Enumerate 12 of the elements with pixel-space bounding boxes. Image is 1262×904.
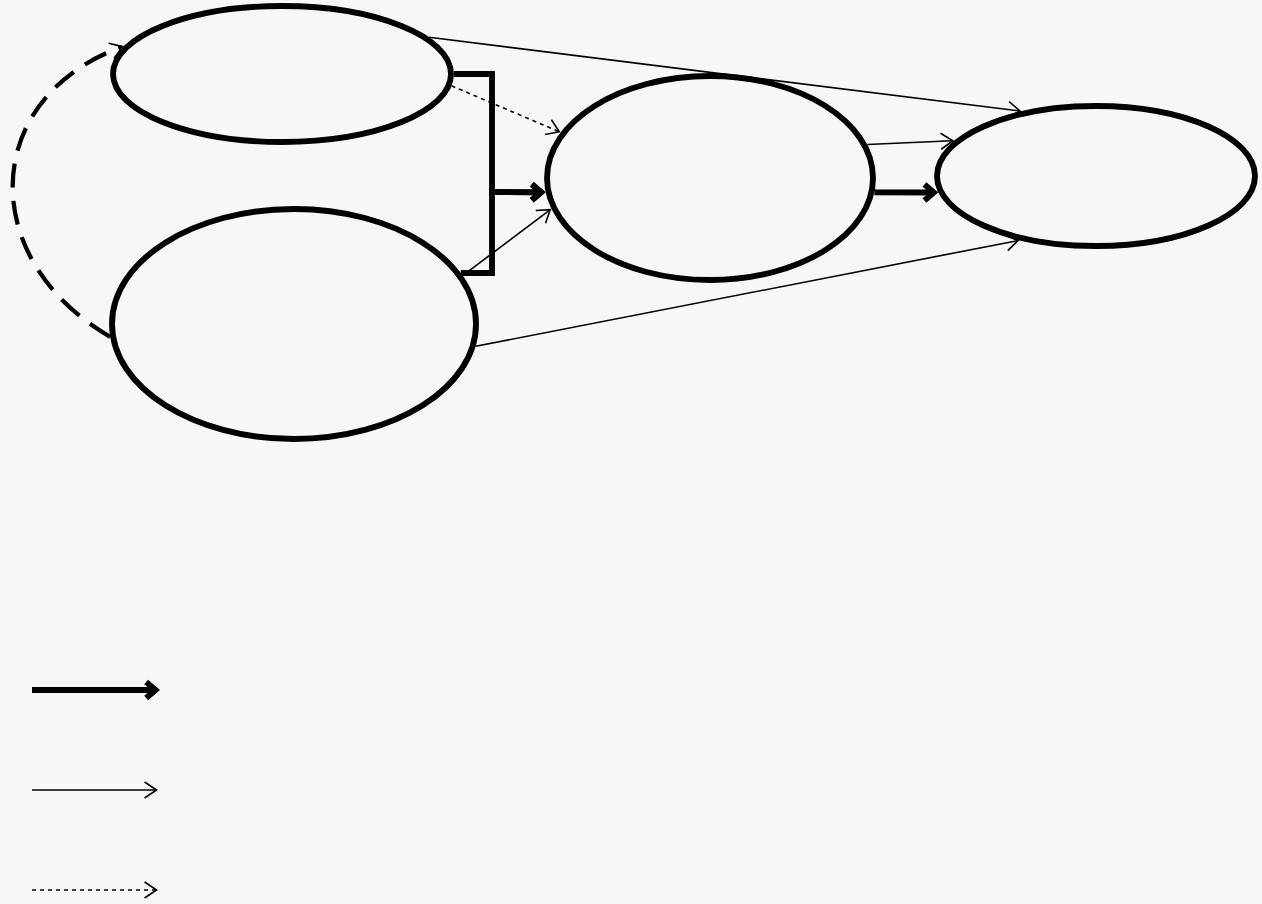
ellipse bbox=[544, 73, 876, 283]
thick-arrow bbox=[460, 182, 546, 276]
arrow bbox=[474, 234, 1020, 348]
thick-arrow bbox=[874, 182, 939, 203]
arrow bbox=[866, 132, 955, 151]
arrow bbox=[461, 208, 552, 277]
ellipse bbox=[110, 3, 454, 145]
dashed-arrow bbox=[10, 42, 124, 339]
arrow bbox=[428, 36, 1022, 119]
ellipse bbox=[109, 206, 479, 442]
dotted-arrow bbox=[450, 85, 561, 136]
ellipse bbox=[934, 103, 1258, 249]
